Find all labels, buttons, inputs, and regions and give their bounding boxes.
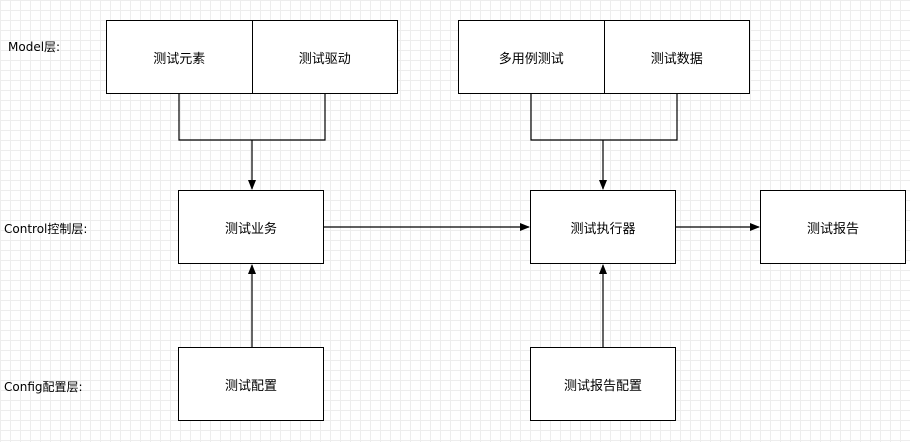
layer-label-control: Control控制层: xyxy=(4,222,88,236)
layer-label-model: Model层: xyxy=(8,40,61,54)
node-multi-case-test[interactable]: 多用例测试 xyxy=(498,51,564,67)
bracket-model-right xyxy=(530,94,678,141)
node-test-report-config[interactable]: 测试报告配置 xyxy=(530,347,676,421)
node-test-elements[interactable]: 测试元素 xyxy=(153,51,206,67)
node-test-business[interactable]: 测试业务 xyxy=(178,190,324,264)
node-test-report[interactable]: 测试报告 xyxy=(760,190,906,264)
node-test-driver[interactable]: 测试驱动 xyxy=(251,21,398,93)
node-test-executor[interactable]: 测试执行器 xyxy=(530,190,676,264)
model-right-group[interactable]: 多用例测试 测试数据 xyxy=(458,20,750,94)
model-left-group[interactable]: 测试元素 测试驱动 xyxy=(106,20,398,94)
node-test-data[interactable]: 测试数据 xyxy=(603,21,750,93)
node-test-config[interactable]: 测试配置 xyxy=(178,347,324,421)
layer-label-config: Config配置层: xyxy=(4,380,83,394)
bracket-model-left xyxy=(178,94,326,141)
